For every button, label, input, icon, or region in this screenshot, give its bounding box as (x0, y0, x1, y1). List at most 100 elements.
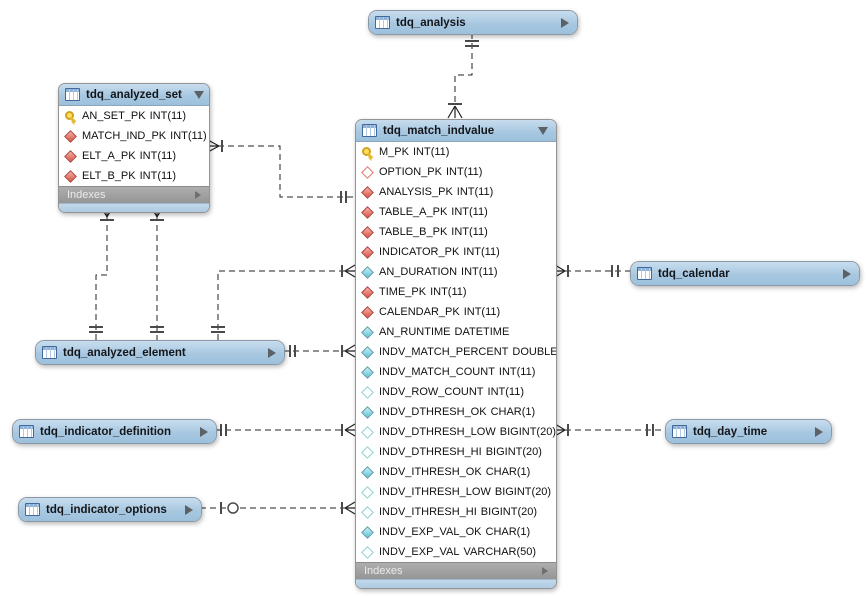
column-name: OPTION_PK (379, 166, 442, 178)
column-type: BIGINT(20) (480, 506, 538, 518)
column-type-icon (361, 285, 374, 299)
table-column-row[interactable]: ANALYSIS_PK INT(11) (356, 182, 556, 202)
table-header[interactable]: tdq_match_indvalue (356, 120, 556, 142)
collapse-arrow-icon[interactable] (193, 90, 204, 99)
table-tdq-indicator-definition[interactable]: tdq_indicator_definition (12, 419, 217, 444)
indexes-bar[interactable]: Indexes (356, 562, 556, 579)
relationship-element-match[interactable] (283, 344, 356, 358)
column-type: INT(11) (451, 206, 488, 218)
expand-arrow-icon[interactable] (185, 504, 193, 515)
table-header[interactable]: tdq_indicator_options (19, 498, 201, 521)
column-type: CHAR(1) (485, 526, 531, 538)
table-header[interactable]: tdq_calendar (631, 262, 859, 285)
table-column-row[interactable]: M_PK INT(11) (356, 142, 556, 162)
column-type: CHAR(1) (490, 406, 536, 418)
table-tdq-match-indvalue[interactable]: tdq_match_indvalue M_PK INT(11) OPTION_P… (355, 119, 557, 589)
column-type-icon (361, 485, 374, 499)
column-name: INDICATOR_PK (379, 246, 460, 258)
relationship-match-daytime[interactable] (554, 423, 665, 437)
column-name: TIME_PK (379, 286, 427, 298)
relationship-analyzedset-match[interactable] (207, 139, 355, 203)
relationship-analysis-match[interactable] (447, 33, 479, 119)
table-header[interactable]: tdq_analysis (369, 11, 577, 34)
column-name: MATCH_IND_PK (82, 130, 167, 142)
table-column-row[interactable]: INDV_DTHRESH_OK CHAR(1) (356, 402, 556, 422)
table-column-row[interactable]: AN_SET_PK INT(11) (59, 106, 209, 126)
column-type-icon (361, 365, 374, 379)
collapse-arrow-icon[interactable] (538, 126, 548, 135)
column-type: INT(11) (139, 170, 177, 182)
table-column-row[interactable]: INDV_ROW_COUNT INT(11) (356, 382, 556, 402)
column-name: TABLE_B_PK (379, 226, 448, 238)
table-tdq-indicator-options[interactable]: tdq_indicator_options (18, 497, 202, 522)
table-column-row[interactable]: TABLE_B_PK INT(11) (356, 222, 556, 242)
column-name: AN_RUNTIME (379, 326, 451, 338)
relationship-analyzedset-element-b[interactable] (149, 204, 165, 340)
table-column-row[interactable]: ELT_A_PK INT(11) (59, 146, 209, 166)
column-type: DOUBLE (512, 346, 557, 358)
table-column-row[interactable]: CALENDAR_PK INT(11) (356, 302, 556, 322)
table-tdq-day-time[interactable]: tdq_day_time (665, 419, 832, 444)
column-type: INT(11) (149, 110, 187, 122)
column-name: ELT_B_PK (82, 170, 136, 182)
column-name: INDV_EXP_VAL (379, 546, 460, 558)
table-header[interactable]: tdq_analyzed_set (59, 84, 209, 106)
table-tdq-analyzed-element[interactable]: tdq_analyzed_element (35, 340, 285, 365)
table-column-row[interactable]: INDV_EXP_VAL VARCHAR(50) (356, 542, 556, 562)
column-type-icon (64, 110, 77, 122)
table-column-row[interactable]: AN_DURATION INT(11) (356, 262, 556, 282)
table-icon (362, 124, 377, 137)
table-title: tdq_analysis (396, 16, 466, 29)
indexes-expand-arrow-icon[interactable] (195, 191, 201, 199)
column-name: ANALYSIS_PK (379, 186, 453, 198)
table-column-row[interactable]: MATCH_IND_PK INT(11) (59, 126, 209, 146)
indexes-label: Indexes (364, 565, 403, 577)
table-column-row[interactable]: INDV_EXP_VAL_OK CHAR(1) (356, 522, 556, 542)
table-column-row[interactable]: AN_RUNTIME DATETIME (356, 322, 556, 342)
table-tdq-calendar[interactable]: tdq_calendar (630, 261, 860, 286)
table-header[interactable]: tdq_analyzed_element (36, 341, 284, 364)
table-column-row[interactable]: INDV_MATCH_COUNT INT(11) (356, 362, 556, 382)
relationship-match-element-top[interactable] (211, 264, 356, 340)
table-column-row[interactable]: INDV_DTHRESH_LOW BIGINT(20) (356, 422, 556, 442)
column-name: INDV_ITHRESH_LOW (379, 486, 491, 498)
column-name: ELT_A_PK (82, 150, 136, 162)
table-tdq-analyzed-set[interactable]: tdq_analyzed_set AN_SET_PK INT(11) MATCH… (58, 83, 210, 213)
expand-arrow-icon[interactable] (561, 17, 569, 28)
table-column-row[interactable]: INDV_DTHRESH_HI BIGINT(20) (356, 442, 556, 462)
table-column-row[interactable]: OPTION_PK INT(11) (356, 162, 556, 182)
expand-arrow-icon[interactable] (815, 426, 823, 437)
table-column-row[interactable]: INDICATOR_PK INT(11) (356, 242, 556, 262)
relationship-definition-match[interactable] (215, 423, 356, 437)
table-column-row[interactable]: ELT_B_PK INT(11) (59, 166, 209, 186)
column-type: VARCHAR(50) (463, 546, 537, 558)
column-name: M_PK (379, 146, 409, 158)
table-column-row[interactable]: INDV_ITHRESH_LOW BIGINT(20) (356, 482, 556, 502)
indexes-label: Indexes (67, 189, 106, 201)
relationship-analyzedset-element-a[interactable] (89, 204, 115, 340)
column-type-icon (361, 405, 374, 419)
column-type-icon (361, 325, 374, 339)
table-column-row[interactable]: INDV_ITHRESH_HI BIGINT(20) (356, 502, 556, 522)
table-title: tdq_calendar (658, 267, 730, 280)
table-column-row[interactable]: INDV_ITHRESH_OK CHAR(1) (356, 462, 556, 482)
column-type-icon (361, 445, 374, 459)
relationship-options-match[interactable] (200, 501, 356, 515)
expand-arrow-icon[interactable] (268, 347, 276, 358)
column-type: INT(11) (451, 226, 488, 238)
column-type-icon (361, 205, 374, 219)
table-tdq-analysis[interactable]: tdq_analysis (368, 10, 578, 35)
table-column-row[interactable]: TABLE_A_PK INT(11) (356, 202, 556, 222)
table-column-row[interactable]: TIME_PK INT(11) (356, 282, 556, 302)
indexes-expand-arrow-icon[interactable] (542, 567, 548, 575)
column-type-icon (361, 505, 374, 519)
table-column-row[interactable]: INDV_MATCH_PERCENT DOUBLE (356, 342, 556, 362)
table-title: tdq_indicator_definition (40, 425, 171, 438)
expand-arrow-icon[interactable] (200, 426, 208, 437)
table-header[interactable]: tdq_day_time (666, 420, 831, 443)
indexes-bar[interactable]: Indexes (59, 186, 209, 203)
expand-arrow-icon[interactable] (843, 268, 851, 279)
table-header[interactable]: tdq_indicator_definition (13, 420, 216, 443)
relationship-match-calendar[interactable] (554, 264, 630, 278)
